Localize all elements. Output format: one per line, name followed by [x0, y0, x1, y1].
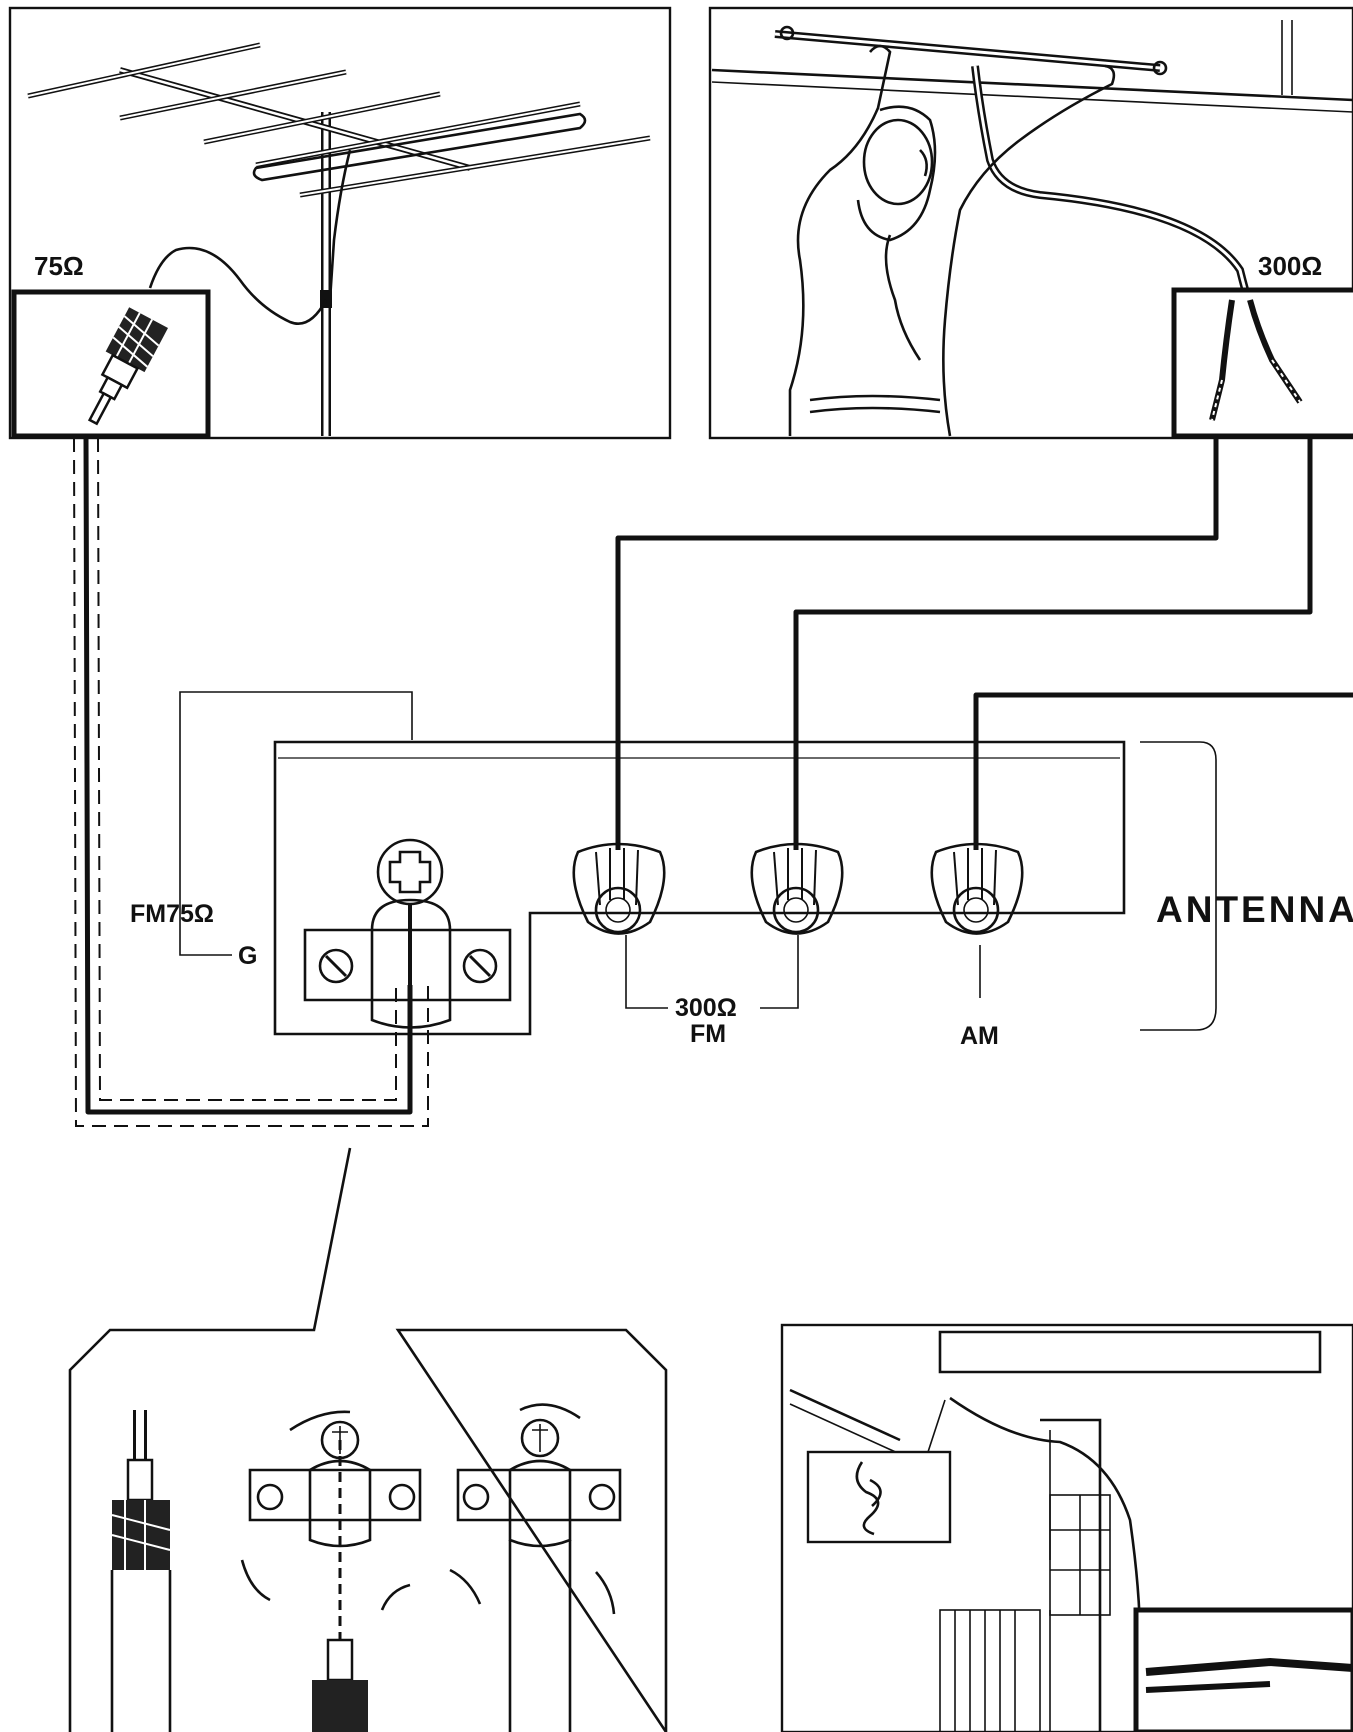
am-lead [973, 692, 1353, 850]
clamp-tightened-icon [449, 1403, 622, 1732]
knot-detail-inset [806, 1399, 952, 1544]
am-terminal[interactable] [930, 842, 1024, 935]
coax-plug-inset [11, 289, 211, 439]
am-wire-installation-panel [780, 1323, 1353, 1732]
indoor-t-antenna-panel: 300Ω [708, 6, 1353, 440]
label-fm75: FM75Ω [130, 900, 214, 928]
fm300-lead-1 [615, 436, 1219, 850]
antenna-end-ring-right [1152, 60, 1168, 76]
label-antenna: ANTENNA [1156, 889, 1353, 930]
fm300-terminal-1[interactable] [572, 842, 666, 935]
twin-lead-inset [1171, 287, 1353, 439]
label-fm300-value: 300Ω [675, 994, 737, 1022]
label-fm300-band: FM [690, 1020, 726, 1048]
ground-clamp[interactable] [303, 838, 512, 1029]
outdoor-fm-antenna-panel: 75Ω [8, 6, 672, 440]
antenna-end-ring-left [779, 25, 795, 41]
label-75-ohm: 75Ω [34, 251, 84, 281]
stripped-coax-icon [110, 1410, 172, 1732]
coax-cable-core [83, 437, 413, 1115]
clamp-screw-icon[interactable] [376, 838, 444, 906]
wire-end-inset [1133, 1607, 1353, 1732]
fm300-terminal-2[interactable] [750, 842, 844, 935]
wiring [73, 436, 1353, 1127]
label-am: AM [960, 1022, 999, 1050]
coax-cable-shield [73, 437, 429, 1127]
clamp-open-icon [240, 1410, 422, 1732]
person-installing-antenna [788, 44, 1116, 437]
label-300-ohm-feeder: 300Ω [1258, 251, 1322, 281]
antenna-terminal-board: FM75Ω G [130, 691, 1353, 1050]
fm300-lead-2 [793, 436, 1313, 850]
clamp-detail-callout [68, 1147, 668, 1732]
label-ground: G [238, 942, 257, 970]
